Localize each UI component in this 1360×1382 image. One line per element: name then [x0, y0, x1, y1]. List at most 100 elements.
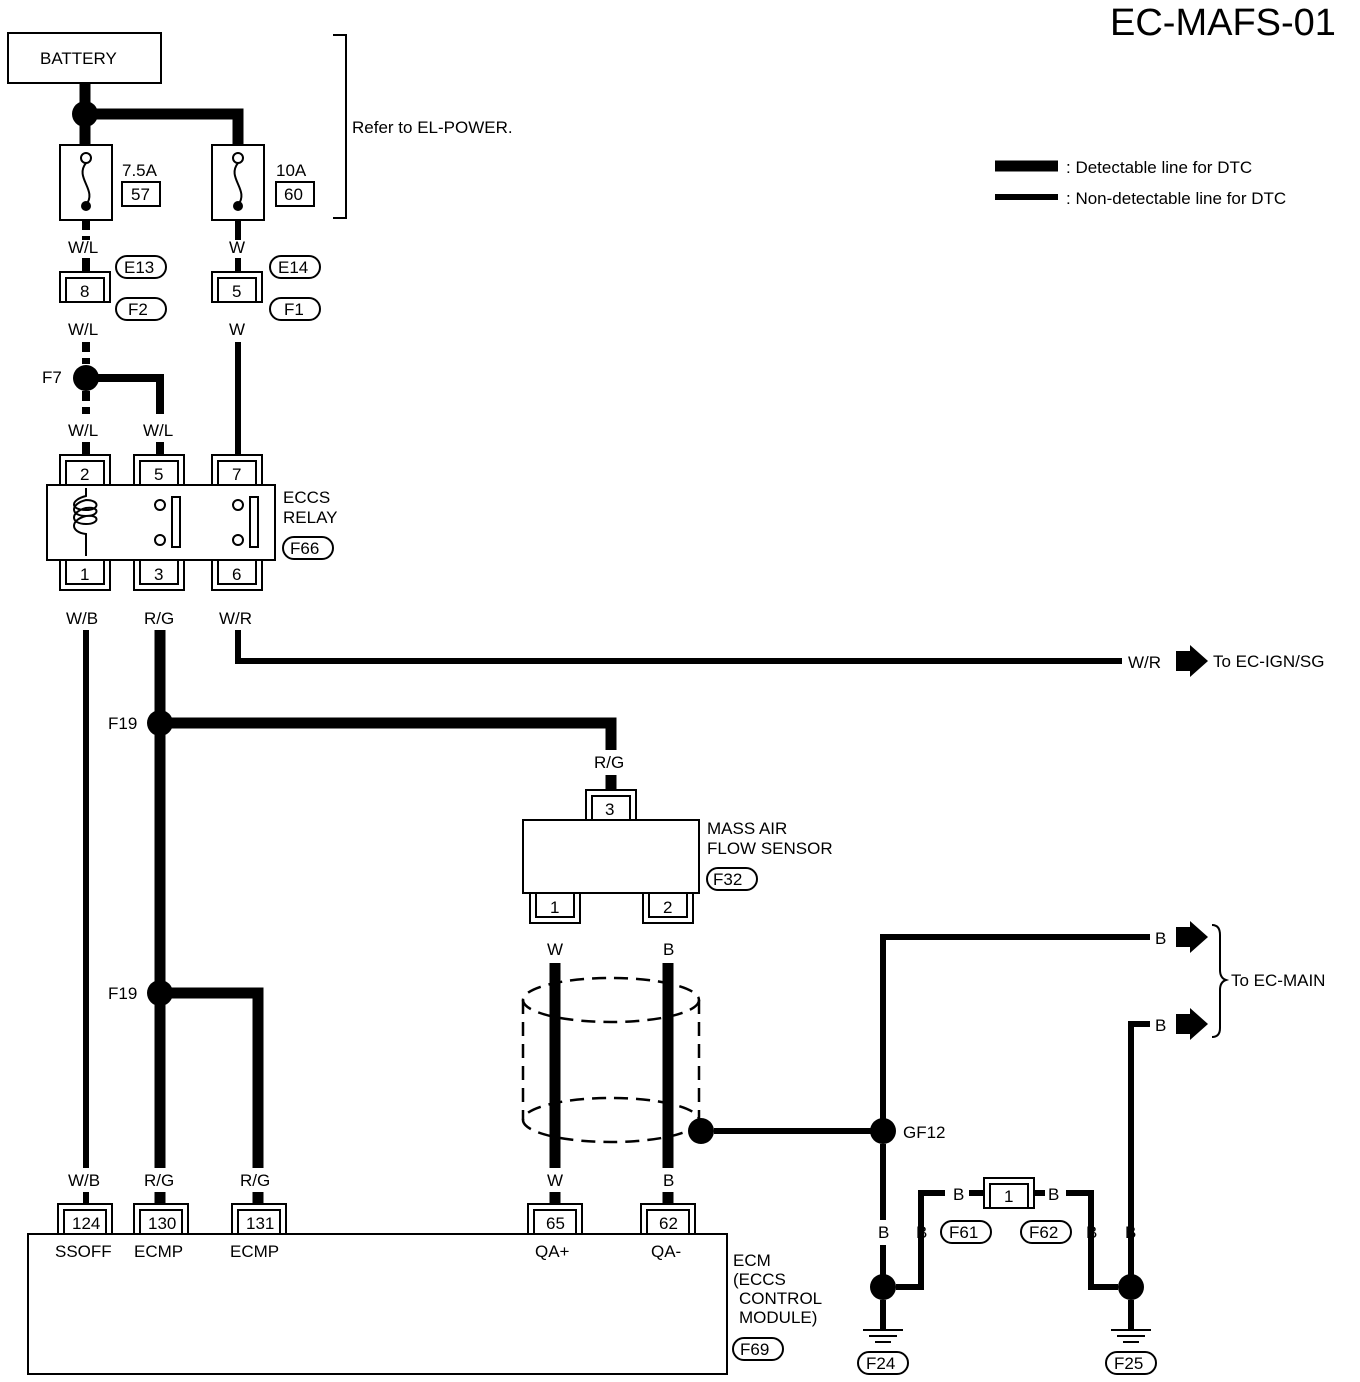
- wire-gf12-main: [880, 934, 1150, 1131]
- wire-label-b-joint-1: B: [953, 1185, 964, 1204]
- relay-pin-2: 2: [80, 465, 89, 484]
- relay-pin-1: 1: [80, 565, 89, 584]
- dest-ign: To EC-IGN/SG: [1213, 652, 1324, 671]
- wire-label-b-gnd-3: B: [1086, 1223, 1097, 1242]
- junction-gf12-label: GF12: [903, 1123, 946, 1142]
- ecm-pin-qa-plus: QA+: [535, 1242, 570, 1261]
- conn-f2-label: F2: [128, 300, 148, 319]
- relay-bottom-connectors: [59, 559, 263, 591]
- relay-pin-7: 7: [232, 465, 241, 484]
- conn-f61-label: F61: [949, 1223, 978, 1242]
- wire-label-w-ecm: W: [547, 1171, 563, 1190]
- conn-f32-label: F32: [713, 870, 742, 889]
- wire-label-b-joint-2: B: [1048, 1185, 1059, 1204]
- ecm-label-4: MODULE): [739, 1308, 817, 1327]
- ground-symbol-f25: [1111, 1329, 1151, 1343]
- wire-wr-ign: [235, 630, 1122, 664]
- wire-label-wl-4: W/L: [143, 421, 173, 440]
- arrow-main-2: [1176, 1008, 1208, 1040]
- sensor-label-2: FLOW SENSOR: [707, 839, 833, 858]
- pin-e13-f2: 8: [80, 282, 89, 301]
- ecm-pin-ssoff: SSOFF: [55, 1242, 112, 1261]
- relay-label-1: ECCS: [283, 488, 330, 507]
- fuse-60: [211, 144, 265, 221]
- battery-label: BATTERY: [40, 49, 117, 68]
- wire-battery-fuse2: [85, 108, 244, 145]
- wire-rg-131: [160, 987, 264, 1168]
- fuse-60-num: 60: [284, 185, 303, 204]
- wire-label-wl-3: W/L: [68, 421, 98, 440]
- relay-body: [46, 484, 276, 561]
- conn-f66-label: F66: [290, 539, 319, 558]
- conn-f1-label: F1: [284, 300, 304, 319]
- legend-detectable: : Detectable line for DTC: [1066, 158, 1252, 177]
- wire-label-b-main-1: B: [1155, 929, 1166, 948]
- wire-label-rg-sensor: R/G: [594, 753, 624, 772]
- ecm-connectors: [57, 1203, 696, 1235]
- conn-e13-label: E13: [124, 258, 154, 277]
- relay-pin-3: 3: [154, 565, 163, 584]
- wire-label-rg-ecm-2: R/G: [240, 1171, 270, 1190]
- conn-e14-label: E14: [278, 258, 308, 277]
- ecm-pin-65: 65: [546, 1214, 565, 1233]
- ground-symbol-f24: [863, 1329, 903, 1343]
- wire-label-wb-1: W/B: [66, 609, 98, 628]
- wire-label-b-gnd-4: B: [1125, 1223, 1136, 1242]
- shield-junction: [688, 1118, 714, 1144]
- battery-box: [7, 32, 162, 84]
- sensor-pin-3: 3: [605, 800, 614, 819]
- refer-note: Refer to EL-POWER.: [352, 118, 513, 137]
- conn-f25-label: F25: [1114, 1354, 1143, 1373]
- ecm-body: [27, 1233, 728, 1375]
- ecm-pin-130: 130: [148, 1214, 176, 1233]
- joint-pin-1: 1: [1004, 1187, 1013, 1206]
- wire-label-b-gnd-2: B: [916, 1223, 927, 1242]
- wire-rg-sensor: [160, 717, 617, 750]
- wire-label-w-1: W: [229, 238, 245, 257]
- wire-label-b-ecm: B: [663, 1171, 674, 1190]
- ground-junction-f24: [870, 1274, 896, 1300]
- relay-coil: [73, 488, 98, 556]
- diagram-title: EC-MAFS-01: [1110, 2, 1336, 44]
- wire-label-w-2: W: [229, 320, 245, 339]
- wire-label-rg-ecm-1: R/G: [144, 1171, 174, 1190]
- pin-e14-f1: 5: [232, 282, 241, 301]
- fuse-57-num: 57: [131, 185, 150, 204]
- wire-joint-f25: [1066, 1190, 1118, 1290]
- legend-non-detectable: : Non-detectable line for DTC: [1066, 189, 1286, 208]
- sensor-pin-1: 1: [550, 898, 559, 917]
- conn-f24-label: F24: [866, 1354, 895, 1373]
- sensor-label-1: MASS AIR: [707, 819, 787, 838]
- sensor-body: [522, 819, 700, 894]
- wire-f24-joint: [896, 1190, 945, 1290]
- junction-f7-label: F7: [42, 368, 62, 387]
- ecm-label-2: (ECCS: [733, 1270, 786, 1289]
- wire-label-wl-1: W/L: [68, 238, 98, 257]
- fuse-57: [59, 144, 113, 221]
- relay-pin-5: 5: [154, 465, 163, 484]
- wire-label-b-sensor: B: [663, 940, 674, 959]
- wire-label-w-sensor: W: [547, 940, 563, 959]
- arrow-main-1: [1176, 921, 1208, 953]
- conn-f69-label: F69: [740, 1340, 769, 1359]
- wire-label-wl-2: W/L: [68, 320, 98, 339]
- wire-label-b-main-2: B: [1155, 1016, 1166, 1035]
- ecm-label-1: ECM: [733, 1251, 771, 1270]
- ground-junction-f25: [1118, 1274, 1144, 1300]
- fuse-57-amp: 7.5A: [122, 161, 158, 180]
- wire-f7-branch: [86, 374, 164, 414]
- wire-label-wr-1: W/R: [219, 609, 252, 628]
- junction-f19-label-2: F19: [108, 984, 137, 1003]
- wire-label-rg-1: R/G: [144, 609, 174, 628]
- ecm-pin-131: 131: [246, 1214, 274, 1233]
- arrow-ign: [1176, 645, 1208, 677]
- fuse-60-amp: 10A: [276, 161, 307, 180]
- wire-f25-main: [1128, 1021, 1150, 1287]
- battery-junction: [72, 101, 98, 127]
- relay-pin-6: 6: [232, 565, 241, 584]
- main-bracket: [1211, 924, 1230, 1038]
- wire-label-wb-ecm: W/B: [68, 1171, 100, 1190]
- sensor-pin-2: 2: [663, 898, 672, 917]
- junction-f19-label-1: F19: [108, 714, 137, 733]
